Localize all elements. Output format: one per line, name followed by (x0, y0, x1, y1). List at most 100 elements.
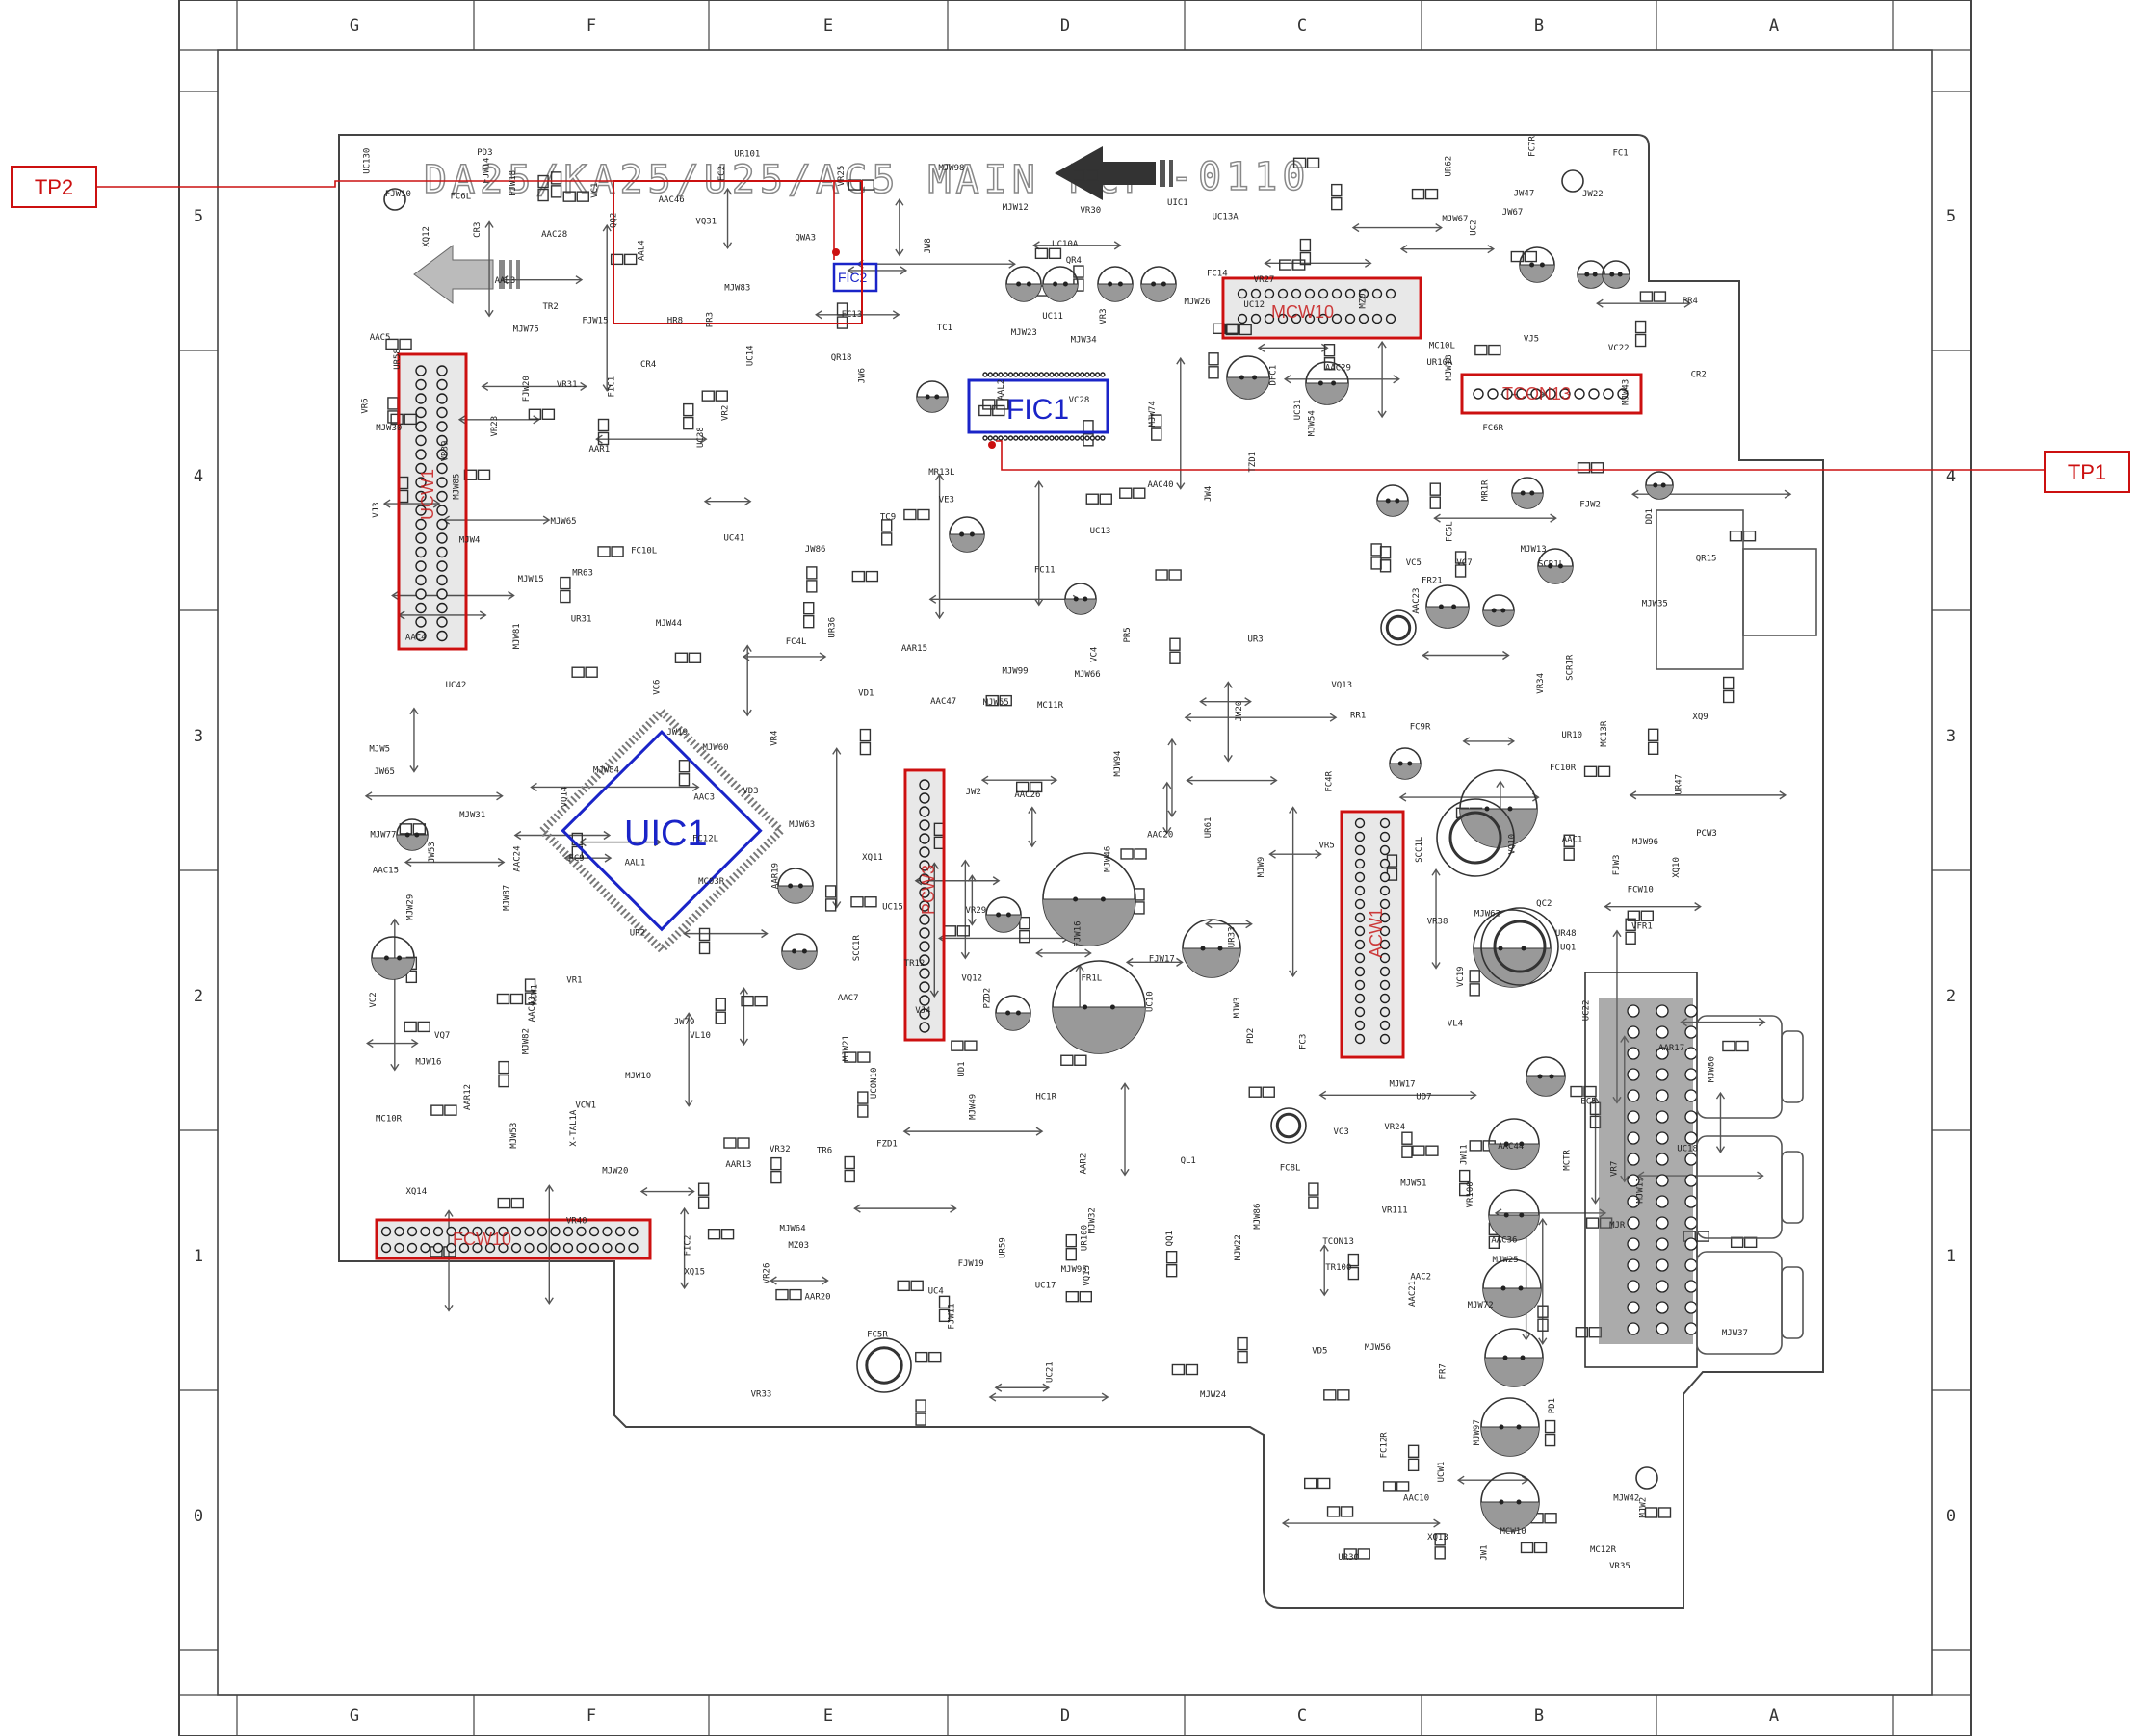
ref-label-tr2: TR2 (542, 302, 558, 312)
ref-label-cr3: CR3 (473, 222, 483, 238)
jumper-trace (513, 830, 612, 841)
ref-label-fc12l: FC12L (692, 835, 718, 844)
smd-pad-pair (496, 993, 524, 1005)
ref-label-vr6: VR6 (360, 398, 370, 413)
capacitor (371, 936, 415, 980)
ref-label-ur3: UR3 (1247, 635, 1263, 644)
smd-pad-pair (1634, 320, 1647, 348)
jumper-trace (722, 187, 733, 249)
ref-label-mjw3: MJW3 (1233, 998, 1242, 1019)
smd-pad-pair (597, 546, 624, 557)
capacitor (1519, 246, 1555, 283)
smd-pad-pair (1331, 183, 1343, 211)
ref-label-mjw44: MJW44 (656, 619, 682, 629)
ref-label-fzd1: FZD1 (876, 1140, 898, 1150)
grid-column-f-bottom: F (587, 1706, 596, 1725)
ref-label-pr3: PR3 (706, 312, 716, 327)
smd-pad-pair (1722, 1040, 1749, 1052)
ref-label-mjw95: MJW95 (1061, 1265, 1087, 1275)
ref-label-mcw10: MCW10 (1500, 1527, 1526, 1537)
ref-label-uc41: UC41 (723, 533, 744, 543)
ref-label-jw20: JW20 (1235, 701, 1244, 722)
jumper-trace (1319, 1244, 1329, 1297)
ref-label-qq2: QQ2 (610, 213, 619, 228)
ref-label-fc13: FC13 (842, 310, 863, 320)
ref-label-cr4: CR4 (640, 360, 656, 370)
smd-pad-pair (1151, 414, 1162, 441)
ref-label-aac46: AAC46 (659, 195, 685, 205)
grid-column-g: G (350, 16, 359, 36)
ref-label-vr34: VR34 (1536, 673, 1546, 694)
ref-label-vq7: VQ7 (434, 1031, 450, 1041)
ref-label-mjw65: MJW65 (550, 517, 576, 527)
smd-pad-pair (715, 998, 726, 1024)
ref-label-mr13l: MR13L (928, 468, 954, 478)
ref-label-aac4: AAC4 (405, 633, 427, 642)
smd-pad-pair (770, 1156, 782, 1184)
grid-row-4-right: 4 (1946, 467, 1956, 486)
fcw10-pins-b (380, 1242, 639, 1254)
ref-label-ur31: UR31 (571, 614, 592, 624)
ucw1-pins (415, 365, 427, 642)
smd-pad-pair (880, 519, 893, 546)
capacitor (1577, 260, 1605, 289)
ref-label-ur61: UR61 (1204, 817, 1213, 839)
jumper-trace (742, 652, 827, 661)
pcw3-label: PCW3 (919, 865, 938, 915)
jumper-trace (1223, 681, 1233, 763)
jumper-trace (1604, 902, 1702, 912)
capacitor (1488, 1118, 1540, 1170)
capacitor (1305, 361, 1349, 405)
ref-label-ur62: UR62 (1444, 156, 1453, 177)
coil-inductor (856, 1337, 912, 1393)
jumper-trace (1204, 920, 1253, 929)
ref-label-mr1r: MR1R (1481, 479, 1491, 501)
jumper-trace (1283, 375, 1400, 384)
ref-label-xq14: XQ14 (405, 1187, 427, 1197)
capacitor (916, 380, 949, 413)
reference-designators: VR100VR111VR1MJW99MJW98MJW97MJW31MJW26MR… (360, 136, 1748, 1571)
ref-label-jw86: JW86 (805, 545, 826, 555)
ref-label-vr39: VR39 (440, 441, 450, 462)
ref-label-fjw16: FJW16 (1074, 920, 1083, 946)
ref-label-uc18: UC18 (1677, 1145, 1698, 1154)
smd-pad-pair (1343, 1548, 1370, 1560)
smd-pad-pair (697, 1182, 710, 1209)
jumper-trace (1125, 957, 1184, 967)
jumper-trace (1032, 241, 1122, 250)
capacitor (1473, 909, 1552, 988)
ref-label-mjw35: MJW35 (1642, 599, 1668, 609)
jumper-trace (602, 223, 612, 392)
jumper-trace (595, 434, 708, 444)
ref-label-xq11: XQ11 (862, 853, 883, 863)
smd-pad-pair (1019, 916, 1030, 944)
grid-row-2: 2 (194, 987, 203, 1006)
ref-label-hc1r: HC1R (1035, 1093, 1056, 1102)
ref-label-mjw20: MJW20 (602, 1166, 628, 1176)
ref-label-mjw53: MJW53 (509, 1123, 519, 1149)
smd-pad-pair (550, 171, 562, 198)
mcw10-label: MCW10 (1271, 302, 1334, 322)
ref-label-vd3: VD3 (743, 787, 758, 796)
jumper-trace (1377, 340, 1387, 419)
ref-label-vr111: VR111 (1382, 1205, 1408, 1215)
grid-row-0: 0 (194, 1507, 203, 1526)
jumper-trace (929, 862, 939, 998)
ref-label-mjr: MJR (1609, 1221, 1626, 1231)
ref-label-fc10r: FC10R (1550, 764, 1577, 773)
ref-label-mjw21: MJW21 (842, 1035, 851, 1061)
smd-pad-pair (399, 823, 427, 835)
ref-label-vq31: VQ31 (695, 217, 717, 226)
jumper-trace (853, 1204, 957, 1213)
ref-label-fjw18: FJW18 (509, 170, 518, 196)
ref-label-ur48: UR48 (1555, 929, 1577, 939)
smd-pad-pair (1639, 291, 1667, 302)
smd-pad-pair (497, 1197, 524, 1209)
ref-label-scr1r: SCR1R (1566, 654, 1576, 681)
ref-label-mjw26: MJW26 (1184, 298, 1210, 307)
ref-label-aac29: AAC29 (1325, 363, 1351, 373)
ref-label-aac3: AAC3 (693, 793, 715, 803)
uic1-label: UIC1 (624, 814, 708, 854)
ref-label-vc7: VC7 (1456, 558, 1472, 568)
flow-arrow-outline-icon (413, 245, 520, 304)
